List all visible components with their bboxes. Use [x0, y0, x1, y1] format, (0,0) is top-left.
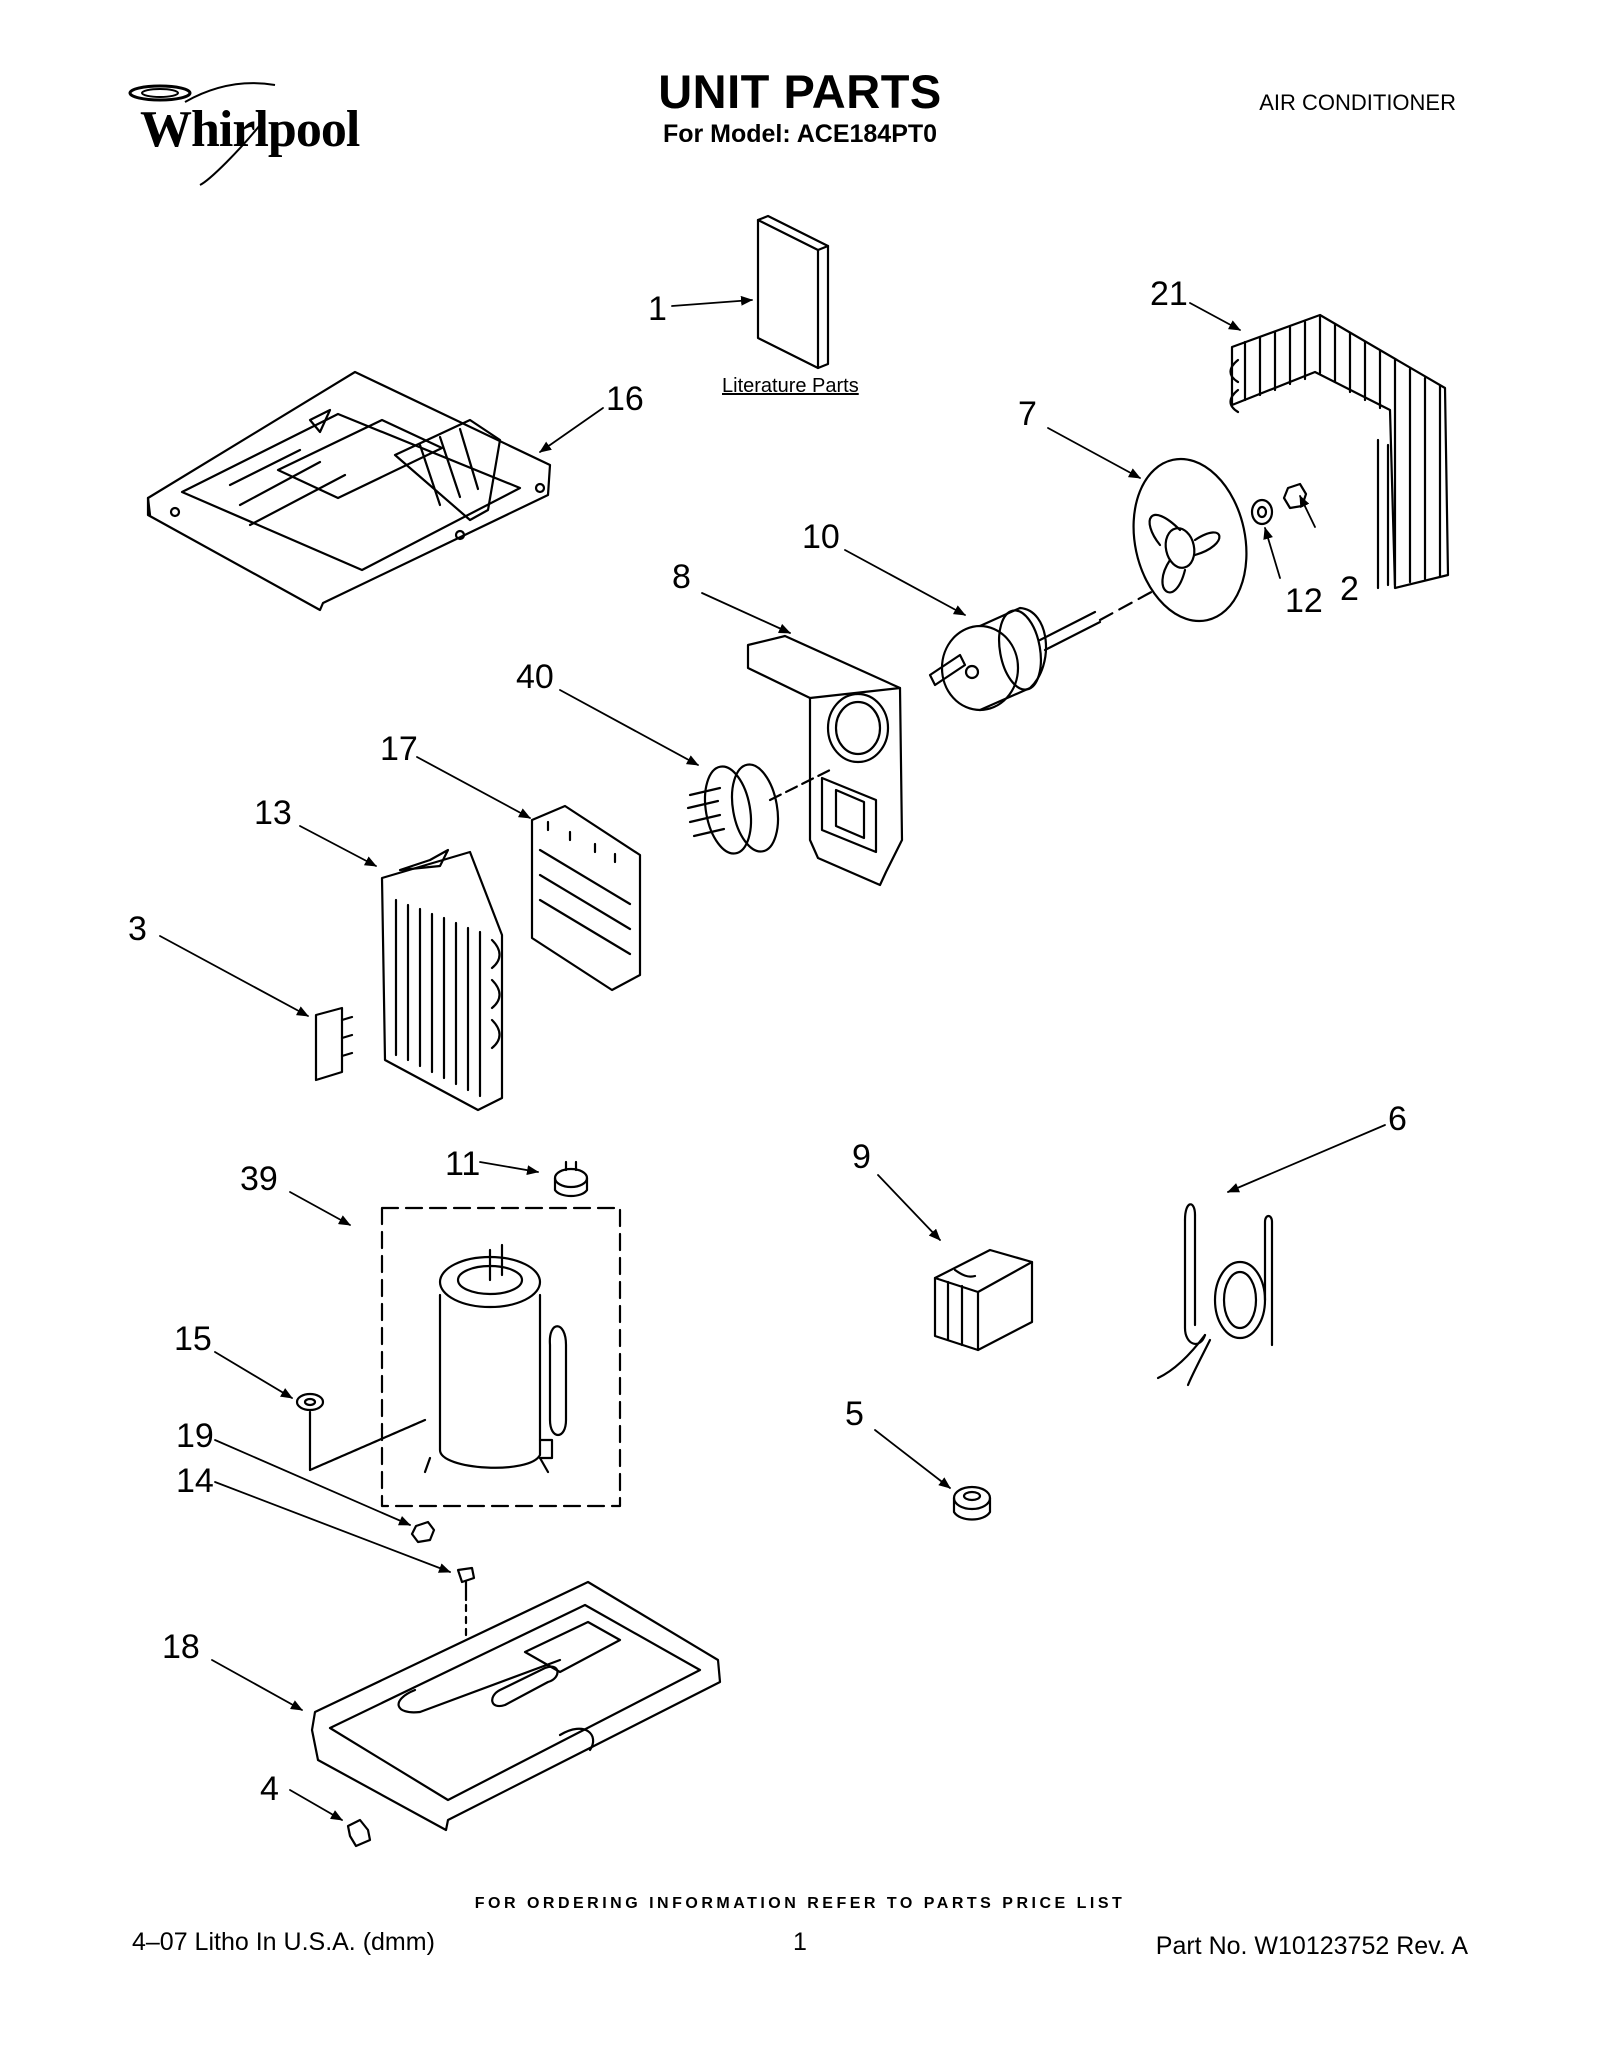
callout-11: 11 — [445, 1145, 480, 1183]
callout-16: 16 — [606, 380, 644, 418]
compressor-nut — [410, 1520, 436, 1544]
callout-14: 14 — [176, 1462, 214, 1500]
callout-numbers: 1 2 3 4 5 6 7 8 9 10 11 12 13 14 15 16 1… — [128, 275, 1407, 1808]
model-line: For Model: ACE184PT0 — [662, 120, 938, 148]
compressor — [380, 1206, 622, 1508]
heater-element — [530, 804, 642, 992]
callout-18: 18 — [162, 1628, 200, 1666]
leader-lines — [159, 295, 1386, 1821]
blower-wheel — [686, 763, 832, 855]
callout-2: 2 — [1340, 570, 1359, 608]
capacitor-block — [933, 1248, 1034, 1352]
page-number: 1 — [793, 1928, 807, 1956]
condenser-coil — [1229, 313, 1450, 590]
callout-39: 39 — [240, 1160, 278, 1198]
category-label: AIR CONDITIONER — [1259, 90, 1456, 115]
ordering-note: FOR ORDERING INFORMATION REFER TO PARTS … — [474, 1895, 1126, 1912]
callout-5: 5 — [845, 1395, 864, 1433]
evaporator-coil — [380, 848, 504, 1112]
fan-motor — [928, 588, 1157, 712]
callout-21: 21 — [1150, 275, 1188, 313]
litho-info: 4–07 Litho In U.S.A. (dmm) — [132, 1928, 435, 1956]
condenser-fan-blade — [1132, 457, 1248, 623]
part-number: Part No. W10123752 Rev. A — [1155, 1932, 1468, 1960]
overload-protector — [553, 1160, 589, 1198]
compressor-grommet — [295, 1392, 427, 1472]
callout-1: 1 — [648, 290, 667, 328]
callout-3: 3 — [128, 910, 147, 948]
base-clip — [346, 1818, 372, 1848]
mounting-bracket — [314, 1006, 354, 1082]
callout-15: 15 — [174, 1320, 212, 1358]
callout-19: 19 — [176, 1417, 214, 1455]
washer-and-nut — [1250, 482, 1308, 526]
literature-booklet — [756, 214, 830, 370]
callout-40: 40 — [516, 658, 554, 696]
blower-orifice-bracket — [746, 634, 904, 887]
whirlpool-logo — [128, 82, 276, 186]
base-screw — [456, 1566, 476, 1747]
brand-wordmark: Whirlpool — [140, 101, 360, 158]
callout-12: 12 — [1285, 582, 1323, 620]
capillary-tube — [1156, 1203, 1274, 1387]
callout-13: 13 — [254, 794, 292, 832]
callout-9: 9 — [852, 1138, 871, 1176]
callout-7: 7 — [1018, 395, 1037, 433]
callout-4: 4 — [260, 1770, 279, 1808]
top-cover-panel — [146, 370, 552, 612]
rubber-grommet — [952, 1485, 992, 1521]
literature-parts-label: Literature Parts — [722, 375, 859, 397]
base-pan — [310, 1580, 722, 1832]
callout-10: 10 — [802, 518, 840, 556]
callout-6: 6 — [1388, 1100, 1407, 1138]
callout-17: 17 — [380, 730, 418, 768]
callout-8: 8 — [672, 558, 691, 596]
page-title: UNIT PARTS — [658, 65, 942, 118]
